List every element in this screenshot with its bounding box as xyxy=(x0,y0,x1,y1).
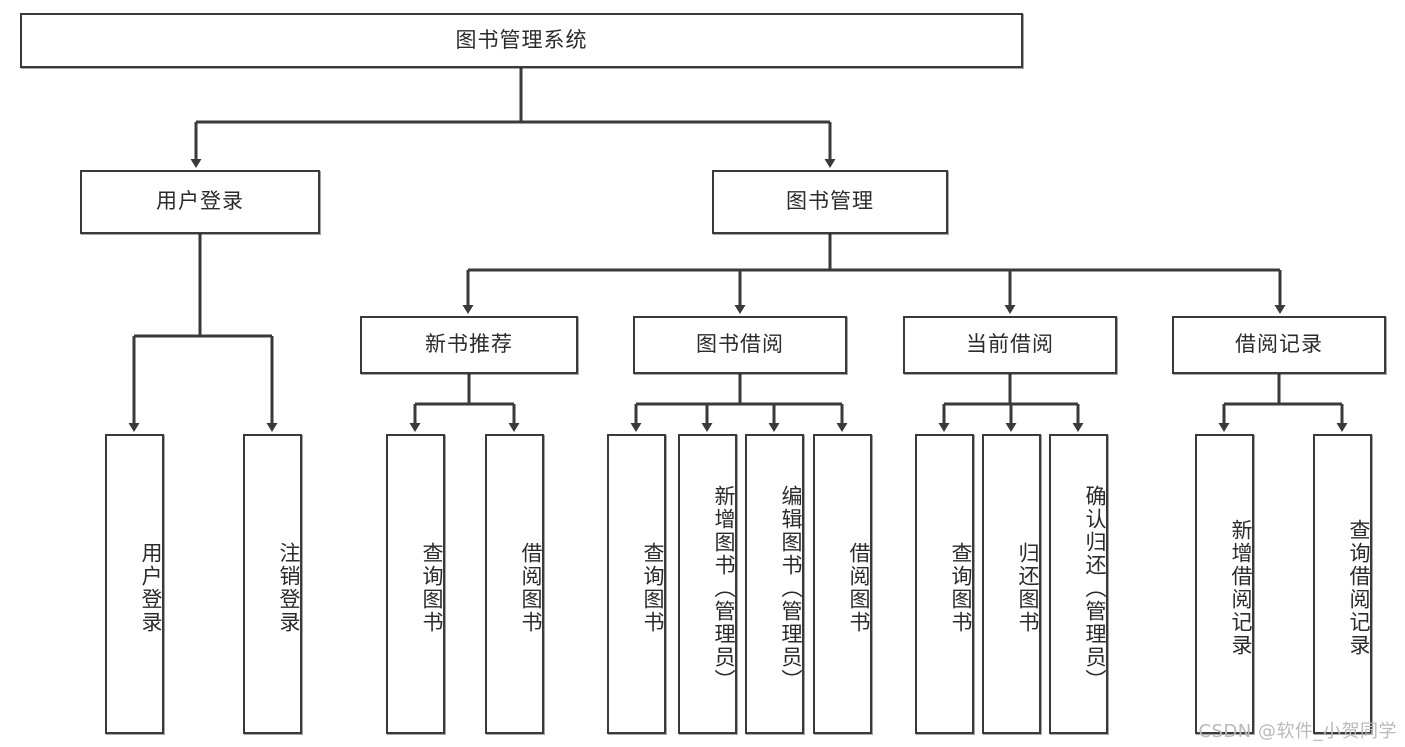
node-leaf-bo-query[interactable]: 查询图书 xyxy=(607,434,666,734)
node-bookmgmt[interactable]: 图书管理 xyxy=(712,170,948,234)
node-label: 借阅图书 xyxy=(519,542,543,634)
node-leaf-user-login[interactable]: 用户登录 xyxy=(105,434,164,734)
node-label: 图书借阅 xyxy=(696,332,784,357)
node-leaf-nb-query[interactable]: 查询图书 xyxy=(386,434,445,734)
edge-login-to-leaves xyxy=(128,234,278,432)
node-root[interactable]: 图书管理系统 xyxy=(20,13,1023,68)
node-leaf-rec-query[interactable]: 查询借阅记录 xyxy=(1313,434,1372,734)
node-leaf-cu-return[interactable]: 归还图书 xyxy=(982,434,1041,734)
node-label: 新书推荐 xyxy=(425,332,513,357)
node-leaf-bo-add[interactable]: 新增图书（管理员） xyxy=(678,434,737,734)
node-label: 新增借阅记录 xyxy=(1229,519,1253,657)
edge-current-to-leaves xyxy=(938,374,1084,432)
node-label: 确认归还（管理员） xyxy=(1083,484,1107,692)
node-leaf-user-logout[interactable]: 注销登录 xyxy=(243,434,302,734)
node-leaf-cu-confirm[interactable]: 确认归还（管理员） xyxy=(1049,434,1108,734)
node-label: 用户登录 xyxy=(156,189,244,214)
node-label: 查询图书 xyxy=(420,542,444,634)
node-label: 归还图书 xyxy=(1016,542,1040,634)
node-label: 借阅记录 xyxy=(1235,332,1323,357)
node-label: 新增图书（管理员） xyxy=(712,484,736,692)
node-label: 查询借阅记录 xyxy=(1347,519,1371,657)
node-label: 用户登录 xyxy=(139,542,163,634)
node-label: 图书管理 xyxy=(786,189,874,214)
edge-records-to-leaves xyxy=(1218,374,1348,432)
node-leaf-bo-edit[interactable]: 编辑图书（管理员） xyxy=(745,434,804,734)
node-leaf-nb-borrow[interactable]: 借阅图书 xyxy=(485,434,544,734)
node-leaf-rec-add[interactable]: 新增借阅记录 xyxy=(1195,434,1254,734)
node-label: 查询图书 xyxy=(949,542,973,634)
node-newbook[interactable]: 新书推荐 xyxy=(360,316,578,374)
node-login[interactable]: 用户登录 xyxy=(80,170,320,234)
edge-newbook-to-leaves xyxy=(409,374,520,432)
edge-bookmgmt-to-level2 xyxy=(462,234,1286,314)
node-label: 注销登录 xyxy=(277,542,301,634)
node-label: 当前借阅 xyxy=(966,332,1054,357)
node-leaf-cu-query[interactable]: 查询图书 xyxy=(915,434,974,734)
node-label: 查询图书 xyxy=(641,542,665,634)
node-current[interactable]: 当前借阅 xyxy=(903,316,1117,374)
edge-root-to-level1 xyxy=(190,68,836,168)
node-records[interactable]: 借阅记录 xyxy=(1172,316,1386,374)
node-label: 编辑图书（管理员） xyxy=(779,484,803,692)
node-borrow[interactable]: 图书借阅 xyxy=(633,316,847,374)
edge-borrow-to-leaves xyxy=(630,374,848,432)
node-label: 借阅图书 xyxy=(847,542,871,634)
node-label: 图书管理系统 xyxy=(455,27,588,52)
node-leaf-bo-borrow[interactable]: 借阅图书 xyxy=(813,434,872,734)
